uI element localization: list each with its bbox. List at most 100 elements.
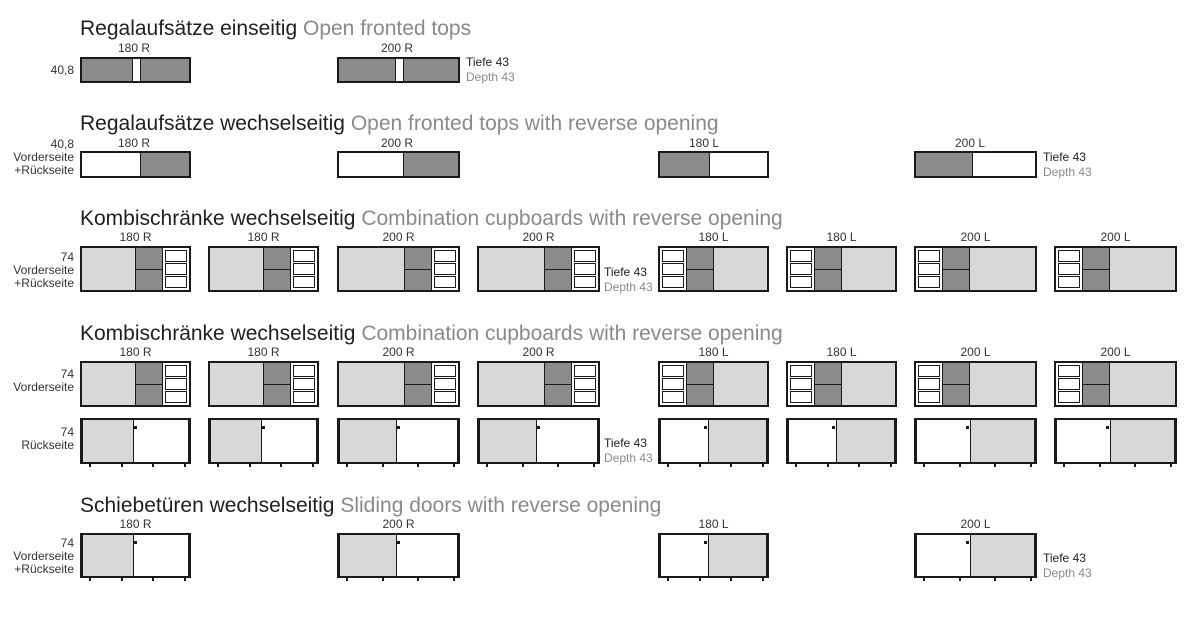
cabinet-part	[135, 248, 136, 290]
cabinet-part	[943, 269, 969, 270]
side-label: Vorderseite	[13, 150, 74, 164]
foot	[184, 463, 186, 467]
drawer	[662, 276, 684, 288]
side-label: Vorderseite	[13, 263, 74, 277]
cabinet-part	[814, 248, 815, 290]
foot	[958, 577, 961, 581]
cabinet-part	[836, 420, 837, 462]
sliding-door-cabinet	[477, 418, 600, 467]
cabinet-part	[479, 248, 544, 290]
cabinet-part	[970, 248, 1035, 290]
sliding-door-cabinet	[914, 418, 1037, 467]
combi-cabinet-front	[786, 361, 897, 407]
drawer	[293, 263, 315, 275]
unit-label: 200 L	[960, 517, 991, 531]
drawer	[574, 391, 596, 403]
drawer	[293, 276, 315, 288]
foot	[417, 577, 420, 581]
foot	[698, 463, 701, 467]
drawer	[165, 391, 187, 403]
cabinet-part	[536, 420, 537, 462]
drawer	[165, 365, 187, 377]
cabinet-part	[971, 420, 1034, 462]
unit-label: 200 L	[960, 345, 991, 359]
cabinet-part	[815, 269, 841, 270]
unit-label: 180 L	[698, 230, 729, 244]
drawer	[662, 263, 684, 275]
section-title-en: Sliding doors with reverse opening	[340, 494, 662, 517]
foot	[890, 463, 892, 467]
cabinet-part	[263, 248, 264, 290]
foot	[312, 463, 314, 467]
cabinet-part	[405, 384, 431, 385]
cabinet-part	[544, 248, 545, 290]
combi-cabinet-front	[80, 246, 191, 292]
cabinet-part	[264, 269, 290, 270]
unit-label: 200 R	[522, 345, 555, 359]
side-label: +Rückseite	[14, 562, 74, 576]
foot	[1098, 463, 1101, 467]
section-sliding-title: Schiebetüren wechselseitig Sliding doors…	[80, 494, 661, 518]
foot	[923, 463, 925, 467]
cabinet-part	[431, 248, 432, 290]
depth-label-de: Tiefe 43	[1043, 551, 1086, 565]
depth-label-en: Depth 43	[1043, 165, 1092, 179]
handle-icon	[397, 541, 400, 544]
combi-cabinet-front	[658, 246, 769, 292]
side-label: Vorderseite	[13, 380, 74, 394]
drawer	[293, 378, 315, 390]
drawer	[790, 263, 812, 275]
unit-label: 180 R	[117, 41, 151, 55]
cabinet-part	[917, 420, 970, 462]
cabinet-part	[814, 363, 815, 405]
cabinet-part	[290, 248, 291, 290]
foot	[795, 463, 797, 467]
foot	[89, 577, 91, 581]
drawer	[662, 391, 684, 403]
foot	[217, 463, 219, 467]
foot	[762, 577, 764, 581]
foot	[698, 577, 701, 581]
section-title-de: Kombischränke wechselseitig	[80, 322, 356, 345]
cabinet-part	[404, 248, 405, 290]
cabinet-part	[969, 248, 970, 290]
drawer	[790, 250, 812, 262]
sliding-door-cabinet	[208, 418, 319, 467]
drawer	[1058, 391, 1080, 403]
cabinet-part	[686, 248, 687, 290]
cabinet-part	[709, 420, 766, 462]
cabinet-part	[396, 420, 397, 462]
cabinet-part	[431, 363, 432, 405]
foot	[120, 463, 123, 467]
foot	[730, 463, 733, 467]
foot	[826, 463, 829, 467]
section-title-de: Regalaufsätze einseitig	[80, 17, 298, 40]
section-title-en: Open fronted tops with reverse opening	[350, 112, 719, 135]
cabinet-part	[290, 363, 291, 405]
combi-cabinet-front	[658, 361, 769, 407]
drawer	[434, 378, 456, 390]
cabinet-part	[545, 384, 571, 385]
depth-label-de: Tiefe 43	[604, 265, 647, 279]
cabinet-part	[1057, 420, 1110, 462]
handle-icon	[704, 541, 707, 544]
cabinet-part	[661, 535, 708, 576]
drawer	[662, 365, 684, 377]
foot	[593, 463, 595, 467]
cabinet-part	[261, 420, 262, 462]
cabinet-part	[709, 535, 766, 576]
cabinet-part	[339, 363, 404, 405]
drawer	[165, 276, 187, 288]
handle-icon	[832, 426, 835, 429]
height-label: 74	[60, 536, 74, 550]
drawer	[1058, 365, 1080, 377]
foot	[120, 577, 123, 581]
section-title-en: Combination cupboards with reverse openi…	[361, 322, 783, 345]
drawer	[918, 276, 940, 288]
foot	[994, 463, 997, 467]
foot	[762, 463, 764, 467]
foot	[453, 577, 455, 581]
cabinet-part	[1083, 269, 1109, 270]
unit-label: 180 R	[119, 517, 152, 531]
cabinet-part	[1111, 420, 1174, 462]
